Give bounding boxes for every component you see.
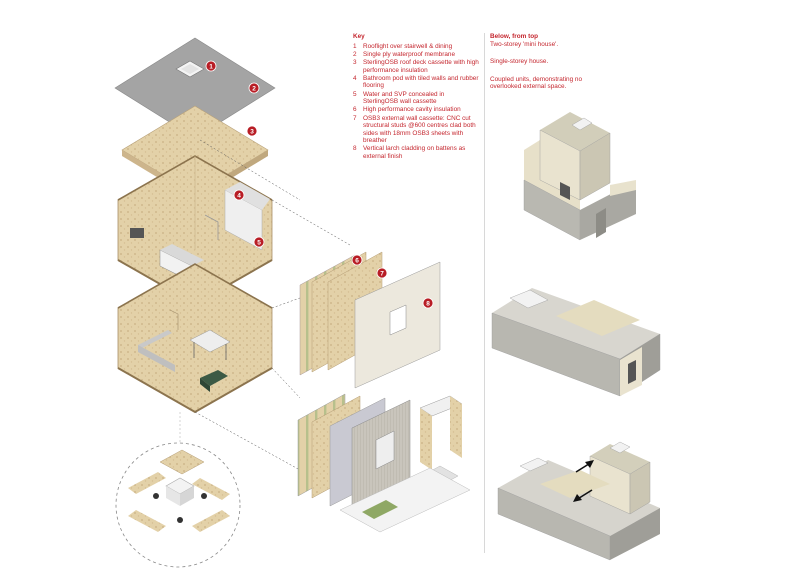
key-item: 1 Rooflight over stairwell & dining	[353, 43, 481, 51]
key-item-text: OSB3 external wall cassette: CNC cut str…	[363, 114, 476, 145]
marker-8: 8	[422, 297, 434, 309]
svg-text:6: 6	[355, 257, 359, 264]
below-line-single-storey: Single-storey house.	[490, 58, 549, 66]
key-item: 4 Bathroom pod with tiled walls and rubbe…	[353, 75, 481, 90]
key-item: 2 Single ply waterproof membrane	[353, 51, 481, 59]
wall-cassette-layers	[297, 251, 471, 533]
key-item-number: 6	[353, 106, 357, 114]
below-caption: Below, from top Two-storey 'mini house'.…	[490, 33, 600, 101]
svg-text:3: 3	[250, 128, 254, 135]
view-coupled-units	[497, 441, 660, 561]
key-item-text: Single ply waterproof membrane	[363, 50, 455, 58]
marker-5: 5	[253, 236, 265, 248]
key-item-number: 7	[353, 114, 357, 122]
key-legend: Key 1 Rooflight over stairwell & dining 2…	[353, 33, 481, 161]
number-markers: 1 2 3 4 5 6 7 8	[205, 60, 434, 309]
key-item-number: 3	[353, 58, 357, 66]
key-item-number: 2	[353, 50, 357, 58]
key-item: 3 SterlingOSB roof deck cassette with hig…	[353, 59, 481, 74]
view-single-storey-house	[491, 288, 661, 397]
key-item-text: Bathroom pod with tiled walls and rubber…	[363, 74, 479, 90]
svg-text:7: 7	[380, 270, 384, 277]
key-item-text: Water and SVP concealed in SterlingOSB w…	[363, 90, 445, 106]
key-item-number: 1	[353, 42, 357, 50]
svg-text:4: 4	[237, 192, 241, 199]
view-two-storey-mini-house	[523, 112, 636, 241]
foundation-detail	[115, 442, 241, 568]
key-item-number: 8	[353, 145, 357, 153]
key-item-text: SterlingOSB roof deck cassette with high…	[363, 58, 479, 74]
below-title: Below, from top	[490, 33, 539, 40]
marker-4: 4	[233, 189, 245, 201]
ground-floor-module	[117, 263, 273, 414]
key-item: 7 OSB3 external wall cassette: CNC cut st…	[353, 115, 481, 145]
below-line-mini-house: Two-storey 'mini house'.	[490, 40, 559, 48]
key-item-number: 4	[353, 74, 357, 82]
key-item-number: 5	[353, 90, 357, 98]
svg-text:1: 1	[209, 63, 213, 70]
key-title: Key	[353, 33, 365, 40]
marker-7: 7	[376, 267, 388, 279]
marker-3: 3	[246, 125, 258, 137]
svg-text:8: 8	[426, 300, 430, 307]
key-item: 8 Vertical larch cladding on battens as e…	[353, 145, 481, 160]
kitchen-counter	[138, 330, 172, 348]
exploded-house	[114, 37, 276, 450]
below-line-coupled-units: Coupled units, demonstrating no overlook…	[490, 75, 583, 91]
armchair	[200, 370, 228, 386]
key-item-text: Vertical larch cladding on battens as ex…	[363, 145, 466, 161]
key-item: 6 High performance cavity insulation	[353, 106, 481, 114]
marker-1: 1	[205, 60, 217, 72]
column-divider	[484, 33, 485, 553]
key-item: 5 Water and SVP concealed in SterlingOSB …	[353, 91, 481, 106]
marker-2: 2	[248, 82, 260, 94]
marker-6: 6	[351, 254, 363, 266]
key-item-text: High performance cavity insulation	[363, 106, 461, 114]
dining-table	[189, 329, 231, 353]
svg-text:5: 5	[257, 239, 261, 246]
key-item-text: Rooflight over stairwell & dining	[363, 42, 453, 50]
svg-text:2: 2	[252, 85, 256, 92]
